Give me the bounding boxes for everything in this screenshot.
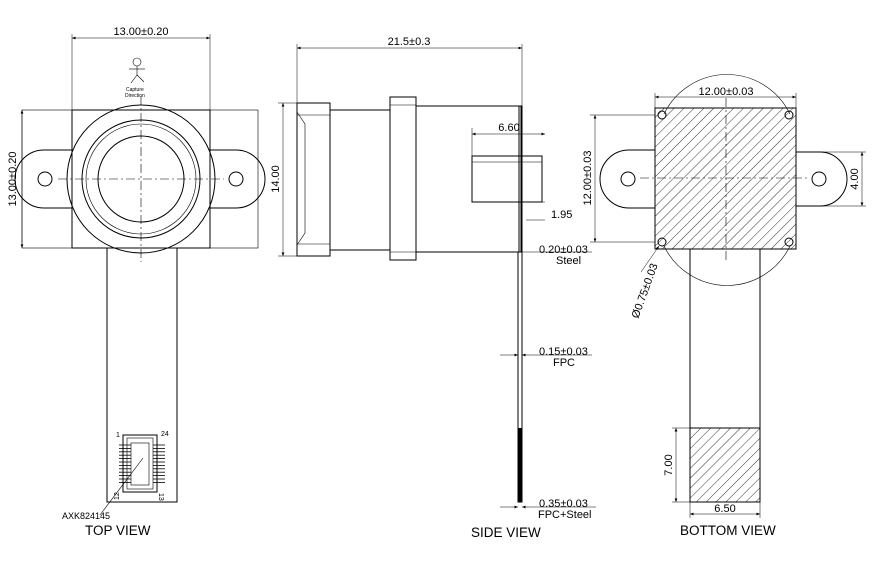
side-lens-dim: 14.00 [270, 165, 282, 193]
top-height-dim: 13.00±0.20 [7, 152, 19, 207]
pin-label-1: 1 [116, 432, 120, 439]
stiffener-width-dim: 6.50 [714, 503, 735, 515]
top-width-dim: 13.00±0.20 [114, 26, 169, 38]
connector-part-number: AXK824145 [62, 511, 110, 521]
ear-dim: 4.00 [849, 168, 861, 189]
steel-thickness-dim: 0.20±0.03 [539, 244, 588, 256]
hole-dim: Ø0.75±0.03 [630, 262, 661, 320]
bottom-view-sensor-pad [654, 107, 797, 250]
bottom-width-dim: 12.00±0.03 [699, 86, 754, 98]
pin-label-13: 13 [157, 493, 164, 501]
bottom-view-stiffener [689, 427, 761, 503]
bottom-height-dim: 12.00±0.03 [582, 151, 594, 206]
capture-direction-icon: Capture Direction [125, 57, 145, 99]
side-view-barrel [329, 109, 391, 251]
top-view: 1 24 12 13 AXK824145 Capture Direction 1… [7, 26, 266, 538]
top-view-title: TOP VIEW [85, 523, 151, 538]
fpc-label: FPC [553, 357, 575, 369]
stiffener-height-dim: 7.00 [663, 454, 675, 475]
stiffener-label: FPC+Steel [538, 509, 592, 521]
side-offset-dim: 1.95 [551, 209, 572, 221]
side-view-housing [415, 105, 522, 253]
steel-label: Steel [556, 255, 581, 267]
side-view-connector [471, 155, 543, 203]
side-length-dim: 21.5±0.3 [388, 36, 431, 48]
stiffener-thickness-dim: 0.35±0.03 [539, 498, 588, 510]
capture-label: Capture [126, 87, 144, 93]
top-view-fpc [106, 248, 178, 503]
pin-label-12: 12 [114, 492, 121, 500]
fpc-thickness-dim: 0.15±0.03 [539, 346, 588, 358]
pin-label-24: 24 [161, 431, 169, 438]
top-view-lens [66, 104, 216, 254]
bottom-view: 12.00±0.03 12.00±0.03 Ø0.75±0.03 4.00 7.… [582, 74, 866, 538]
direction-label: Direction [125, 93, 145, 99]
bottom-view-title: BOTTOM VIEW [680, 523, 776, 538]
side-view-title: SIDE VIEW [471, 525, 541, 540]
side-connector-dim: 6.60 [498, 122, 519, 134]
connector [122, 434, 158, 493]
side-view: 21.5±0.3 14.00 6.60 1.95 0.20±0.03 Steel… [270, 36, 596, 540]
